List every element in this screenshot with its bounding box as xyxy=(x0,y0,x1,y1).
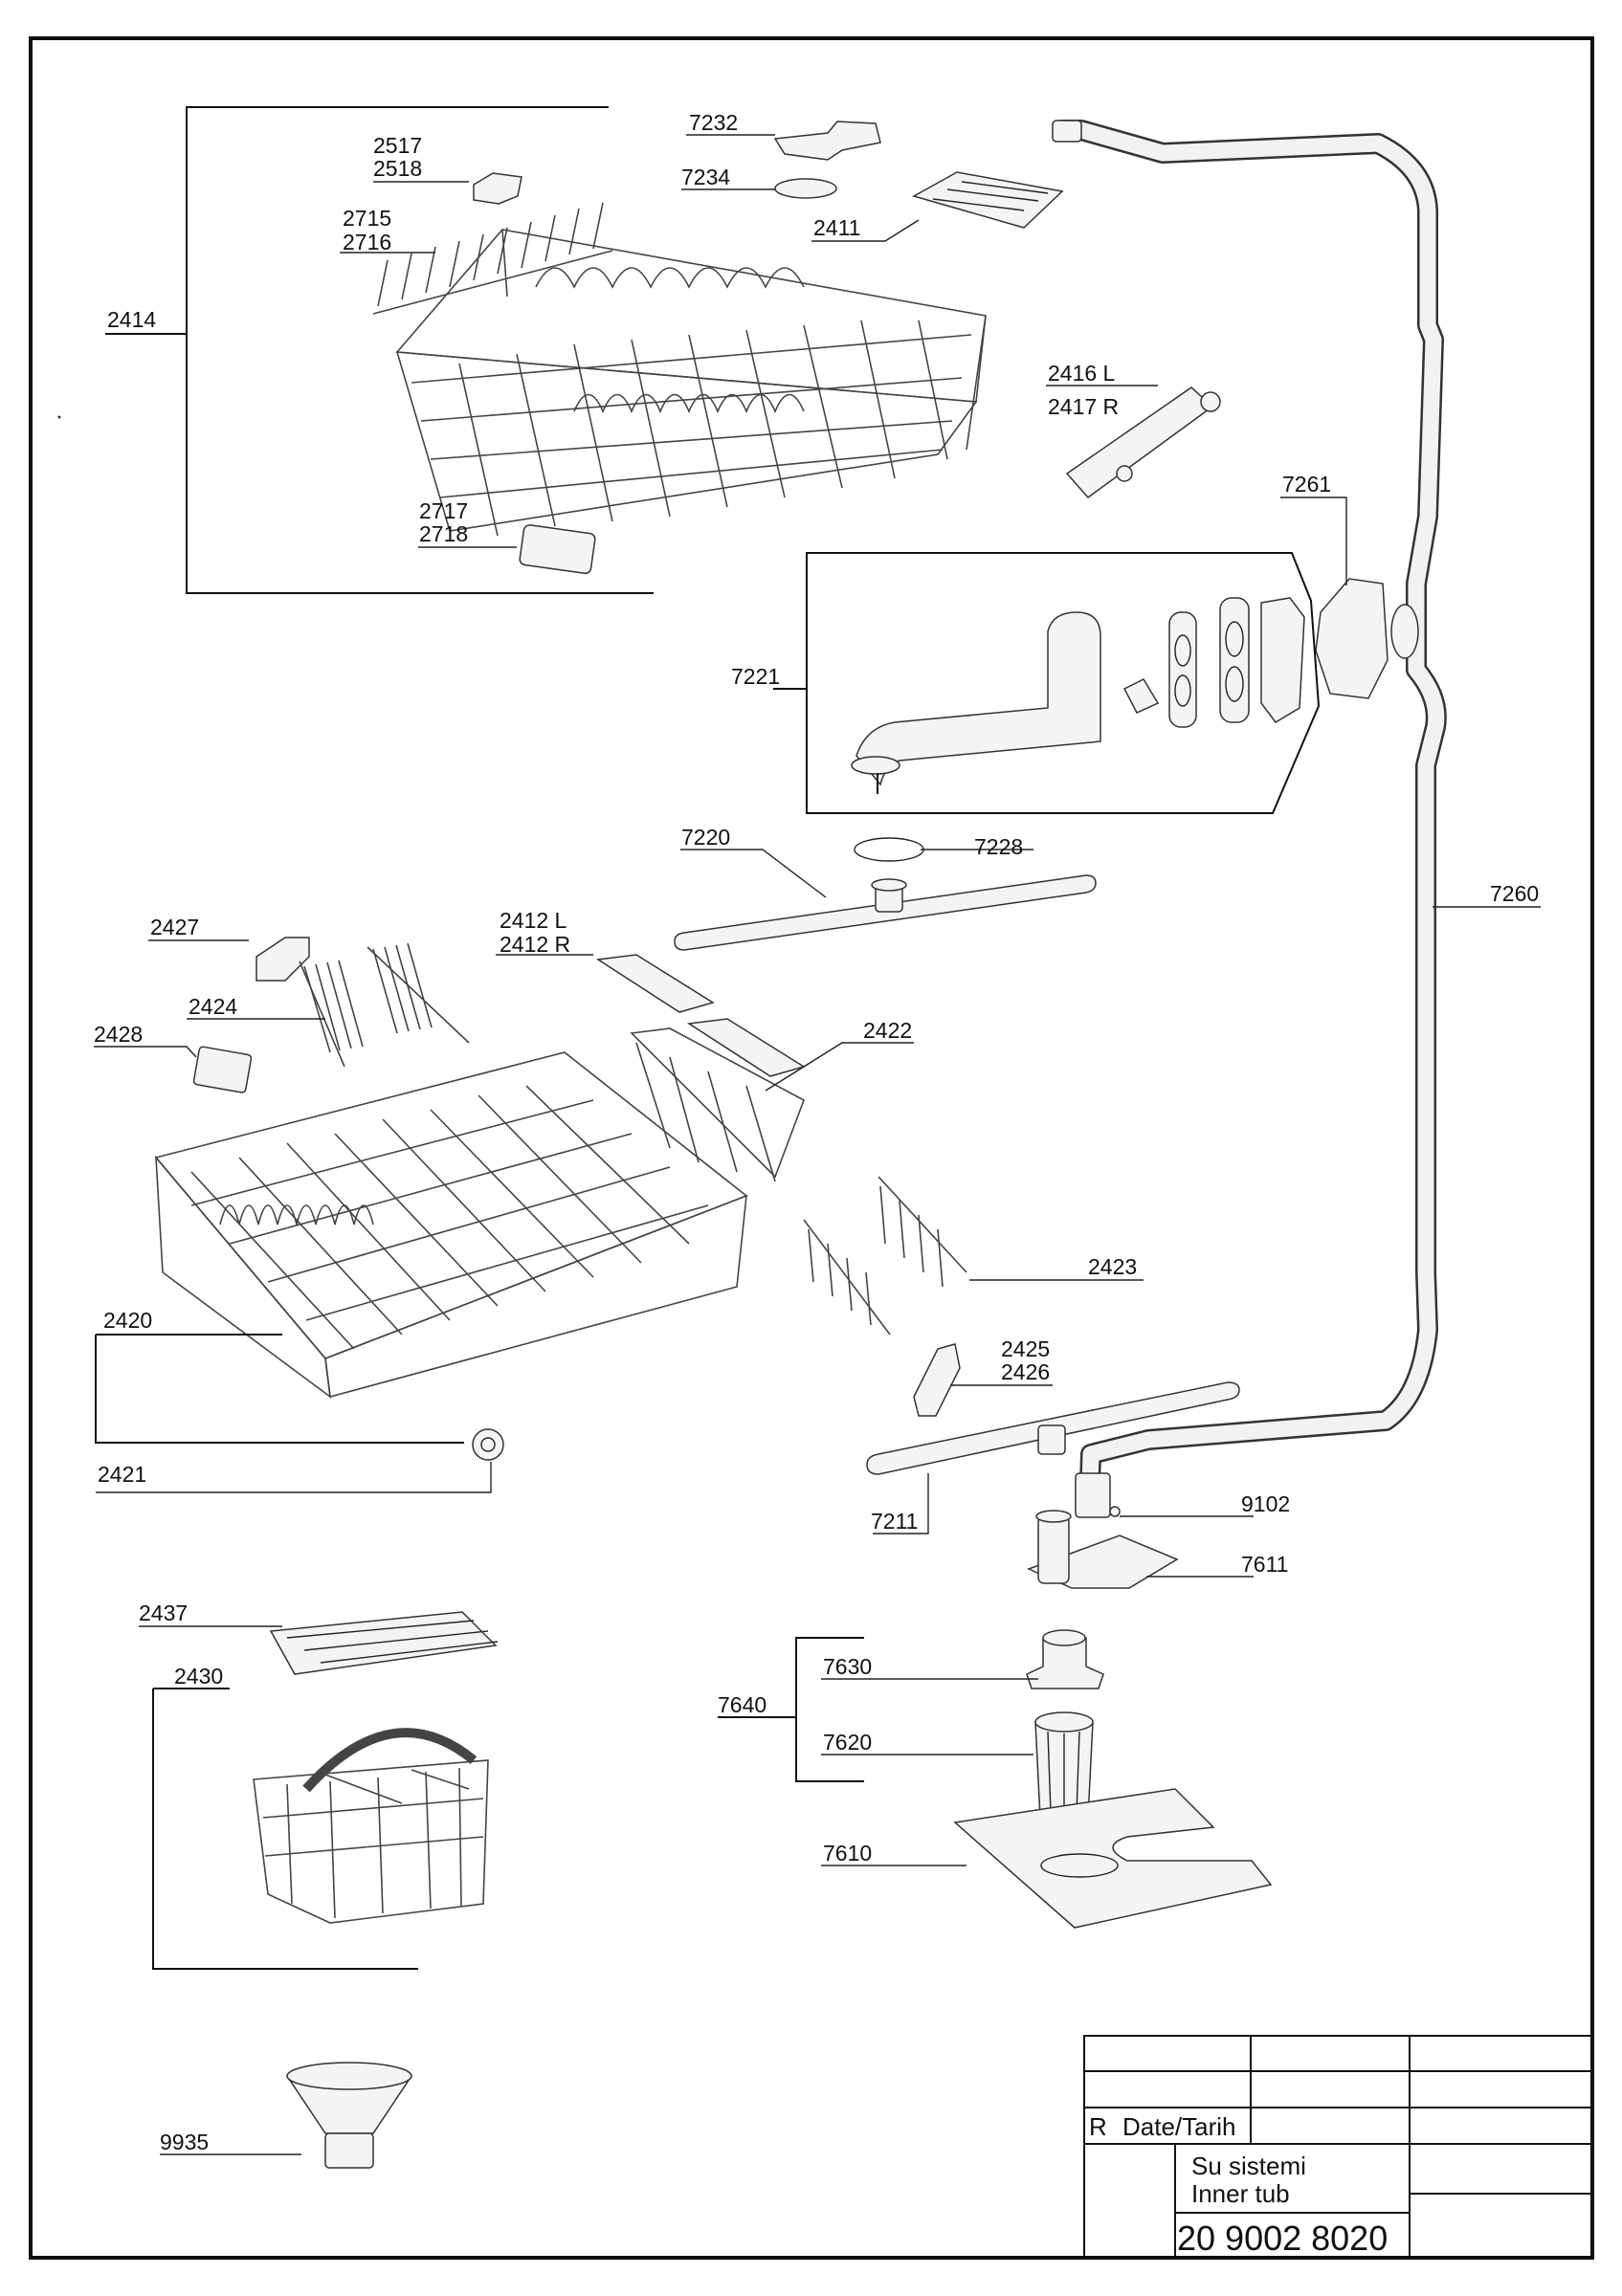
sump-parts xyxy=(1027,1506,1254,1589)
drawing-number: 20 9002 8020 xyxy=(1177,2219,1388,2258)
label-9935: 9935 xyxy=(160,2130,209,2154)
label-2414: 2414 xyxy=(107,307,156,332)
label-7610: 7610 xyxy=(823,1841,872,1866)
label-2427: 2427 xyxy=(150,915,199,939)
label-9102: 9102 xyxy=(1241,1491,1290,1516)
upper-basket-group xyxy=(105,106,987,594)
label-2412r: 2412 R xyxy=(500,932,570,957)
drawing-name-en: Inner tub xyxy=(1191,2179,1290,2208)
revision-label: R xyxy=(1089,2112,1107,2141)
holder-2717 xyxy=(519,524,596,575)
label-2422: 2422 xyxy=(863,1018,912,1043)
label-7640: 7640 xyxy=(718,1692,767,1717)
label-2518: 2518 xyxy=(373,156,422,181)
drawing-name-tr: Su sistemi xyxy=(1191,2152,1306,2180)
label-2416: 2416 L xyxy=(1048,361,1116,386)
part-2411 xyxy=(912,171,1064,229)
label-2411: 2411 xyxy=(813,215,860,240)
label-2430: 2430 xyxy=(174,1664,223,1689)
label-7228: 7228 xyxy=(974,834,1023,859)
label-2423: 2423 xyxy=(1088,1254,1137,1279)
part-7232 xyxy=(773,121,881,161)
label-7221: 7221 xyxy=(731,664,780,689)
spray-arm-7220 xyxy=(674,837,1097,951)
clip-2427 xyxy=(256,937,310,982)
lower-basket xyxy=(154,1051,748,1399)
cutlery-group xyxy=(139,1611,499,1970)
label-2718: 2718 xyxy=(419,521,468,546)
filter-plate-7610 xyxy=(953,1788,1273,1929)
filter-7630 xyxy=(1026,1637,1104,1689)
wheel-2421 xyxy=(472,1428,504,1461)
part-7234 xyxy=(774,178,837,199)
label-2717: 2717 xyxy=(419,498,468,523)
clip-2517 xyxy=(473,172,522,205)
label-2421: 2421 xyxy=(98,1462,146,1487)
label-7220: 7220 xyxy=(681,825,730,850)
label-2428: 2428 xyxy=(94,1022,143,1047)
label-2424: 2424 xyxy=(189,994,237,1019)
label-2437: 2437 xyxy=(139,1601,188,1625)
date-label: Date/Tarih xyxy=(1122,2112,1236,2141)
label-2517: 2517 xyxy=(373,133,422,158)
part-labels: 2517 2518 2715 2716 2414 2717 2718 7232 … xyxy=(94,110,1539,2154)
funnel-9935 xyxy=(160,2062,413,2169)
box-7221 xyxy=(773,552,1321,814)
label-2426: 2426 xyxy=(1001,1359,1050,1384)
top-small-parts xyxy=(681,121,1221,499)
label-2412l: 2412 L xyxy=(500,908,567,933)
label-7611: 7611 xyxy=(1241,1552,1288,1577)
lid-2437 xyxy=(269,1611,498,1675)
label-7232: 7232 xyxy=(689,110,738,135)
label-7261: 7261 xyxy=(1282,472,1331,497)
filter-group xyxy=(718,1629,1273,1929)
lower-basket-group xyxy=(94,937,1144,1493)
label-2716: 2716 xyxy=(343,230,391,254)
connector-7261 xyxy=(1280,497,1389,699)
clip-2425 xyxy=(913,1343,961,1417)
tine-row-2715 xyxy=(372,202,613,315)
cutlery-basket-2430 xyxy=(253,1728,489,1924)
label-7620: 7620 xyxy=(823,1730,872,1755)
label-2715: 2715 xyxy=(343,206,391,231)
drawing-frame xyxy=(29,36,1594,2260)
label-7234: 7234 xyxy=(681,165,730,189)
water-supply-pipe xyxy=(1052,120,1541,1518)
upper-basket xyxy=(395,229,987,537)
label-7630: 7630 xyxy=(823,1654,872,1679)
label-2420: 2420 xyxy=(103,1308,152,1333)
title-block: R Date/Tarih Su sistemi Inner tub 20 900… xyxy=(1083,2035,1593,2259)
handle-2428 xyxy=(192,1046,253,1093)
label-7211: 7211 xyxy=(871,1509,918,1534)
label-2417: 2417 R xyxy=(1048,394,1119,419)
spray-arm-7211 xyxy=(866,1381,1240,1534)
label-2425: 2425 xyxy=(1001,1336,1050,1361)
label-7260: 7260 xyxy=(1490,881,1539,906)
